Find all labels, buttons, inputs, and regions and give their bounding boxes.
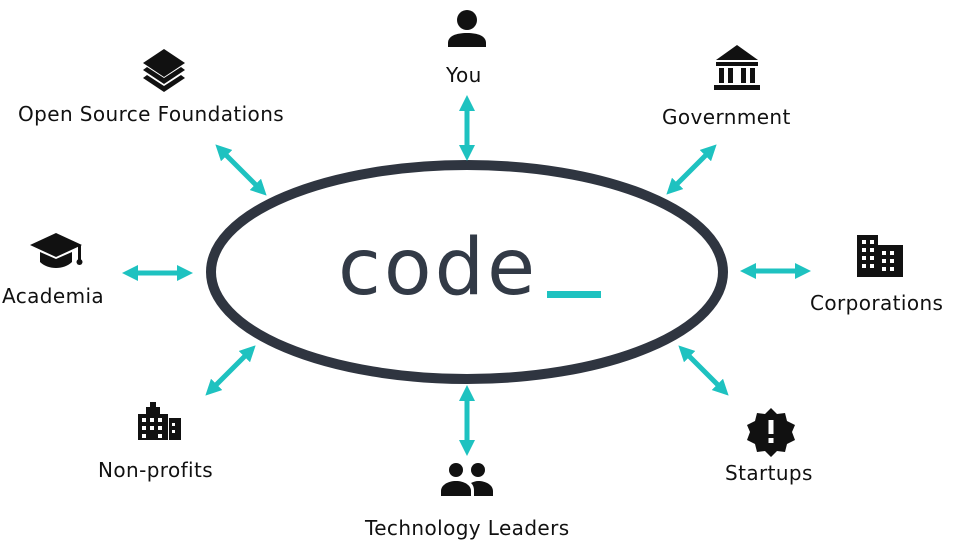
label-government: Government [662,105,791,129]
arrow-government [666,144,717,195]
label-technology-leaders: Technology Leaders [365,516,570,540]
layers-icon [143,49,185,92]
graduation-cap-icon [30,233,83,268]
label-open-source-foundations: Open Source Foundations [18,102,285,126]
label-non-profits: Non-profits [98,458,214,482]
label-corporations: Corporations [810,291,944,315]
badge-alert-icon [747,408,795,457]
arrow-startups [678,345,729,396]
logo-text: code [338,223,539,313]
bank-icon [714,45,760,90]
center-ellipse [206,160,728,384]
office-building-icon [857,235,903,277]
label-startups: Startups [725,461,813,485]
label-academia: Academia [2,284,105,308]
arrow-non-profits [205,345,256,396]
label-you: You [446,63,482,87]
person-icon [448,10,486,47]
city-icon [138,402,181,440]
arrow-open-source [215,144,267,196]
logo-cursor [547,291,601,298]
people-group-icon [441,463,493,496]
